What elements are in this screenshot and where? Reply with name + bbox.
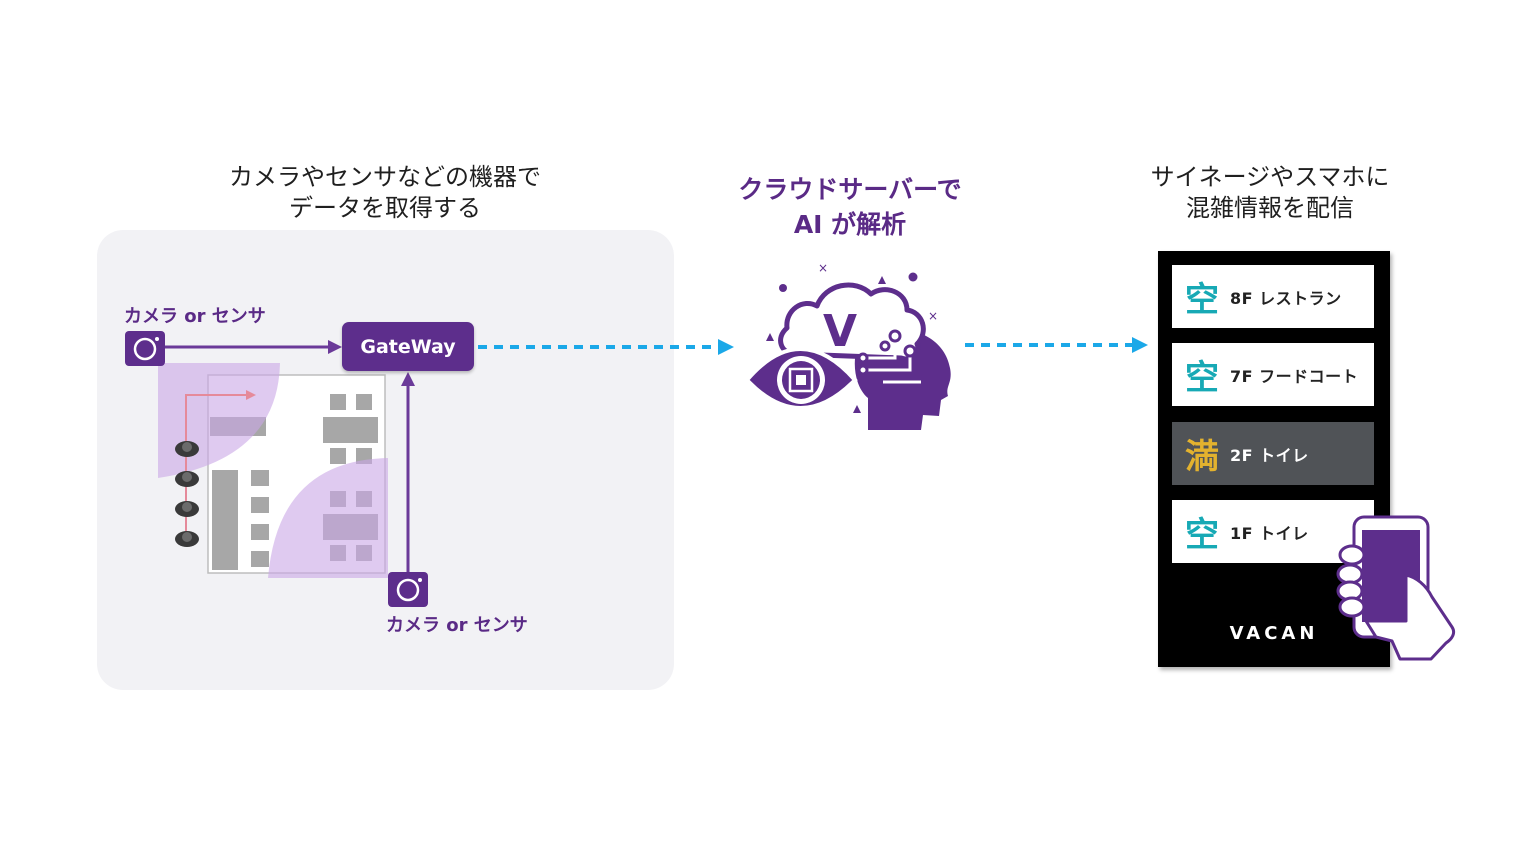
place-label: 7F フードコート xyxy=(1230,366,1359,386)
signage-row: 満 2F トイレ xyxy=(1172,422,1374,485)
place-label: 2F トイレ xyxy=(1230,445,1309,465)
gateway-box: GateWay xyxy=(342,322,474,371)
eye-icon xyxy=(745,347,858,410)
status-kanji: 満 xyxy=(1185,437,1219,477)
brand-logo: VACAN xyxy=(1229,623,1319,644)
cloud-letter: V xyxy=(823,306,857,357)
left-caption-line2: データを取得する xyxy=(289,194,481,222)
right-caption-line1: サイネージやスマホに xyxy=(1150,163,1390,191)
sensor-label-top: カメラ or センサ xyxy=(124,306,266,327)
svg-text:×: × xyxy=(928,309,938,323)
status-kanji: 空 xyxy=(1185,280,1219,320)
coverage-area-bottom xyxy=(268,458,388,578)
left-caption: カメラやセンサなどの機器で データを取得する xyxy=(180,162,590,224)
signage-row: 空 1F トイレ xyxy=(1172,500,1374,563)
status-kanji: 空 xyxy=(1185,515,1219,555)
people-icon xyxy=(175,390,256,547)
center-caption-line2: AI が解析 xyxy=(793,210,907,239)
camera-icon xyxy=(388,572,428,607)
smartphone-hand-icon xyxy=(1336,515,1456,661)
status-kanji: 空 xyxy=(1185,358,1219,398)
signage-row: 空 7F フードコート xyxy=(1172,343,1374,406)
signage-row: 空 8F レストラン xyxy=(1172,265,1374,328)
center-caption-line1: クラウドサーバーで xyxy=(738,175,962,204)
svg-text:×: × xyxy=(818,261,828,275)
gateway-label: GateWay xyxy=(360,335,456,358)
camera-icon xyxy=(125,331,165,366)
sensor-label-bottom: カメラ or センサ xyxy=(386,615,528,636)
place-label: 8F レストラン xyxy=(1230,288,1342,308)
center-caption: クラウドサーバーで AI が解析 xyxy=(690,172,1010,242)
right-caption: サイネージやスマホに 混雑情報を配信 xyxy=(1120,162,1420,224)
right-caption-line2: 混雑情報を配信 xyxy=(1186,194,1354,222)
place-label: 1F トイレ xyxy=(1230,523,1309,543)
cloud-ai-icon: × × V xyxy=(745,261,951,430)
left-caption-line1: カメラやセンサなどの機器で xyxy=(229,163,541,191)
